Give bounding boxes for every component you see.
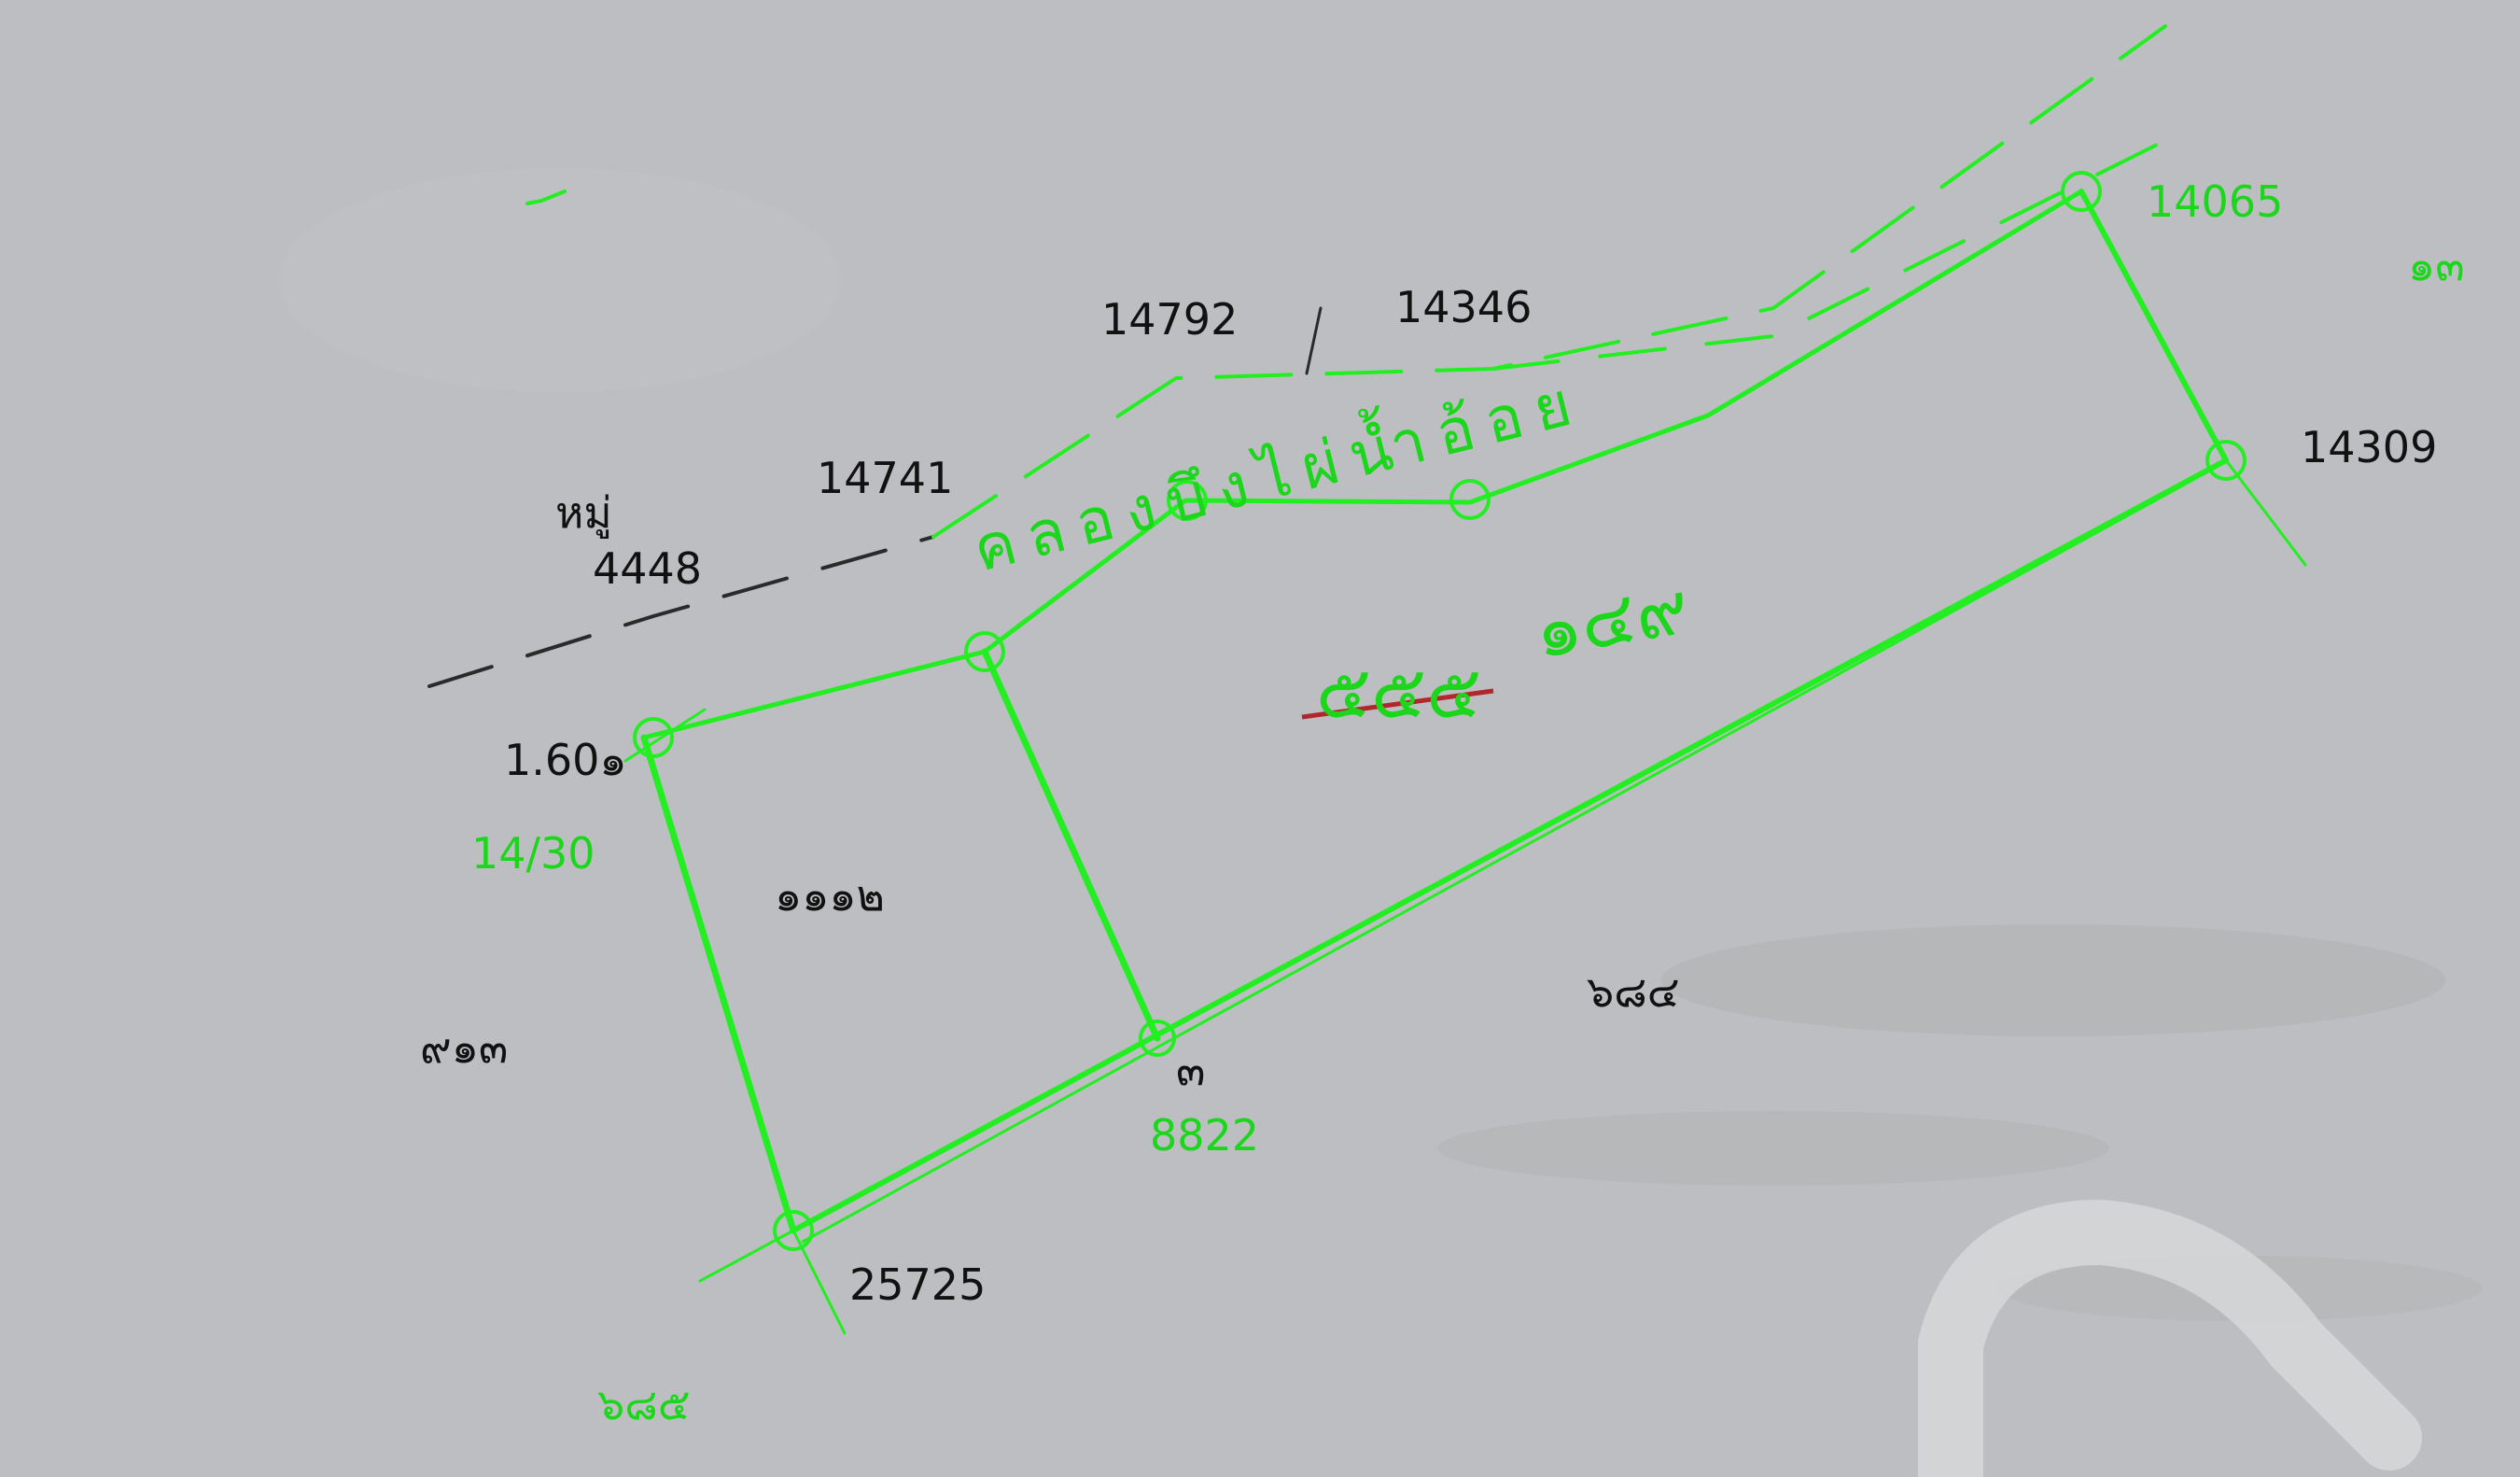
parcel-number-edge: ๑๓ <box>2408 240 2465 290</box>
watermark-logo <box>1918 1199 2422 1477</box>
survey-pin-icon <box>964 631 1005 672</box>
correction-strike <box>1301 688 1494 720</box>
point-label-14792: 14792 <box>1101 294 1238 345</box>
distance-label: 1.60๑ <box>504 735 627 785</box>
survey-pin-icon <box>1449 479 1491 520</box>
parcel-boundary <box>623 189 2307 1335</box>
point-label-14346: 14346 <box>1395 282 1532 332</box>
paper-stains <box>280 168 2483 1321</box>
point-label-west-marker: 14/30 <box>471 828 595 879</box>
survey-points <box>633 171 2247 1251</box>
parcel-number-south-east: ๖๘๔ <box>1587 966 1680 1017</box>
point-label-moo: หมู่ <box>555 487 612 539</box>
point-label-14309: 14309 <box>2301 422 2437 472</box>
road-edge-dashed <box>427 24 2191 688</box>
point-label-14065: 14065 <box>2147 176 2283 227</box>
point-label-8822: 8822 <box>1150 1110 1259 1160</box>
survey-pin-icon <box>2061 171 2102 212</box>
point-label-4448: 4448 <box>593 543 702 594</box>
survey-pin-icon <box>633 717 674 758</box>
parcel-number-sub: ๑๑๑๒ <box>775 870 885 921</box>
survey-pin-icon <box>1167 480 1208 521</box>
survey-pin-icon <box>2205 440 2247 481</box>
survey-pin-icon <box>1139 1020 1176 1057</box>
point-label-14741: 14741 <box>817 453 953 503</box>
parcel-number-south: ๖๘๕ <box>597 1379 691 1429</box>
point-label-25725: 25725 <box>849 1259 986 1310</box>
parcel-number-west: ๙๑๓ <box>420 1022 508 1073</box>
survey-pin-icon <box>773 1210 814 1251</box>
check-mark <box>525 190 567 205</box>
parcel-number-struck: ๕๕๕ <box>1316 651 1481 735</box>
pen-divider <box>1305 306 1323 375</box>
point-label-short-ticks: ๓ <box>1176 1045 1205 1095</box>
